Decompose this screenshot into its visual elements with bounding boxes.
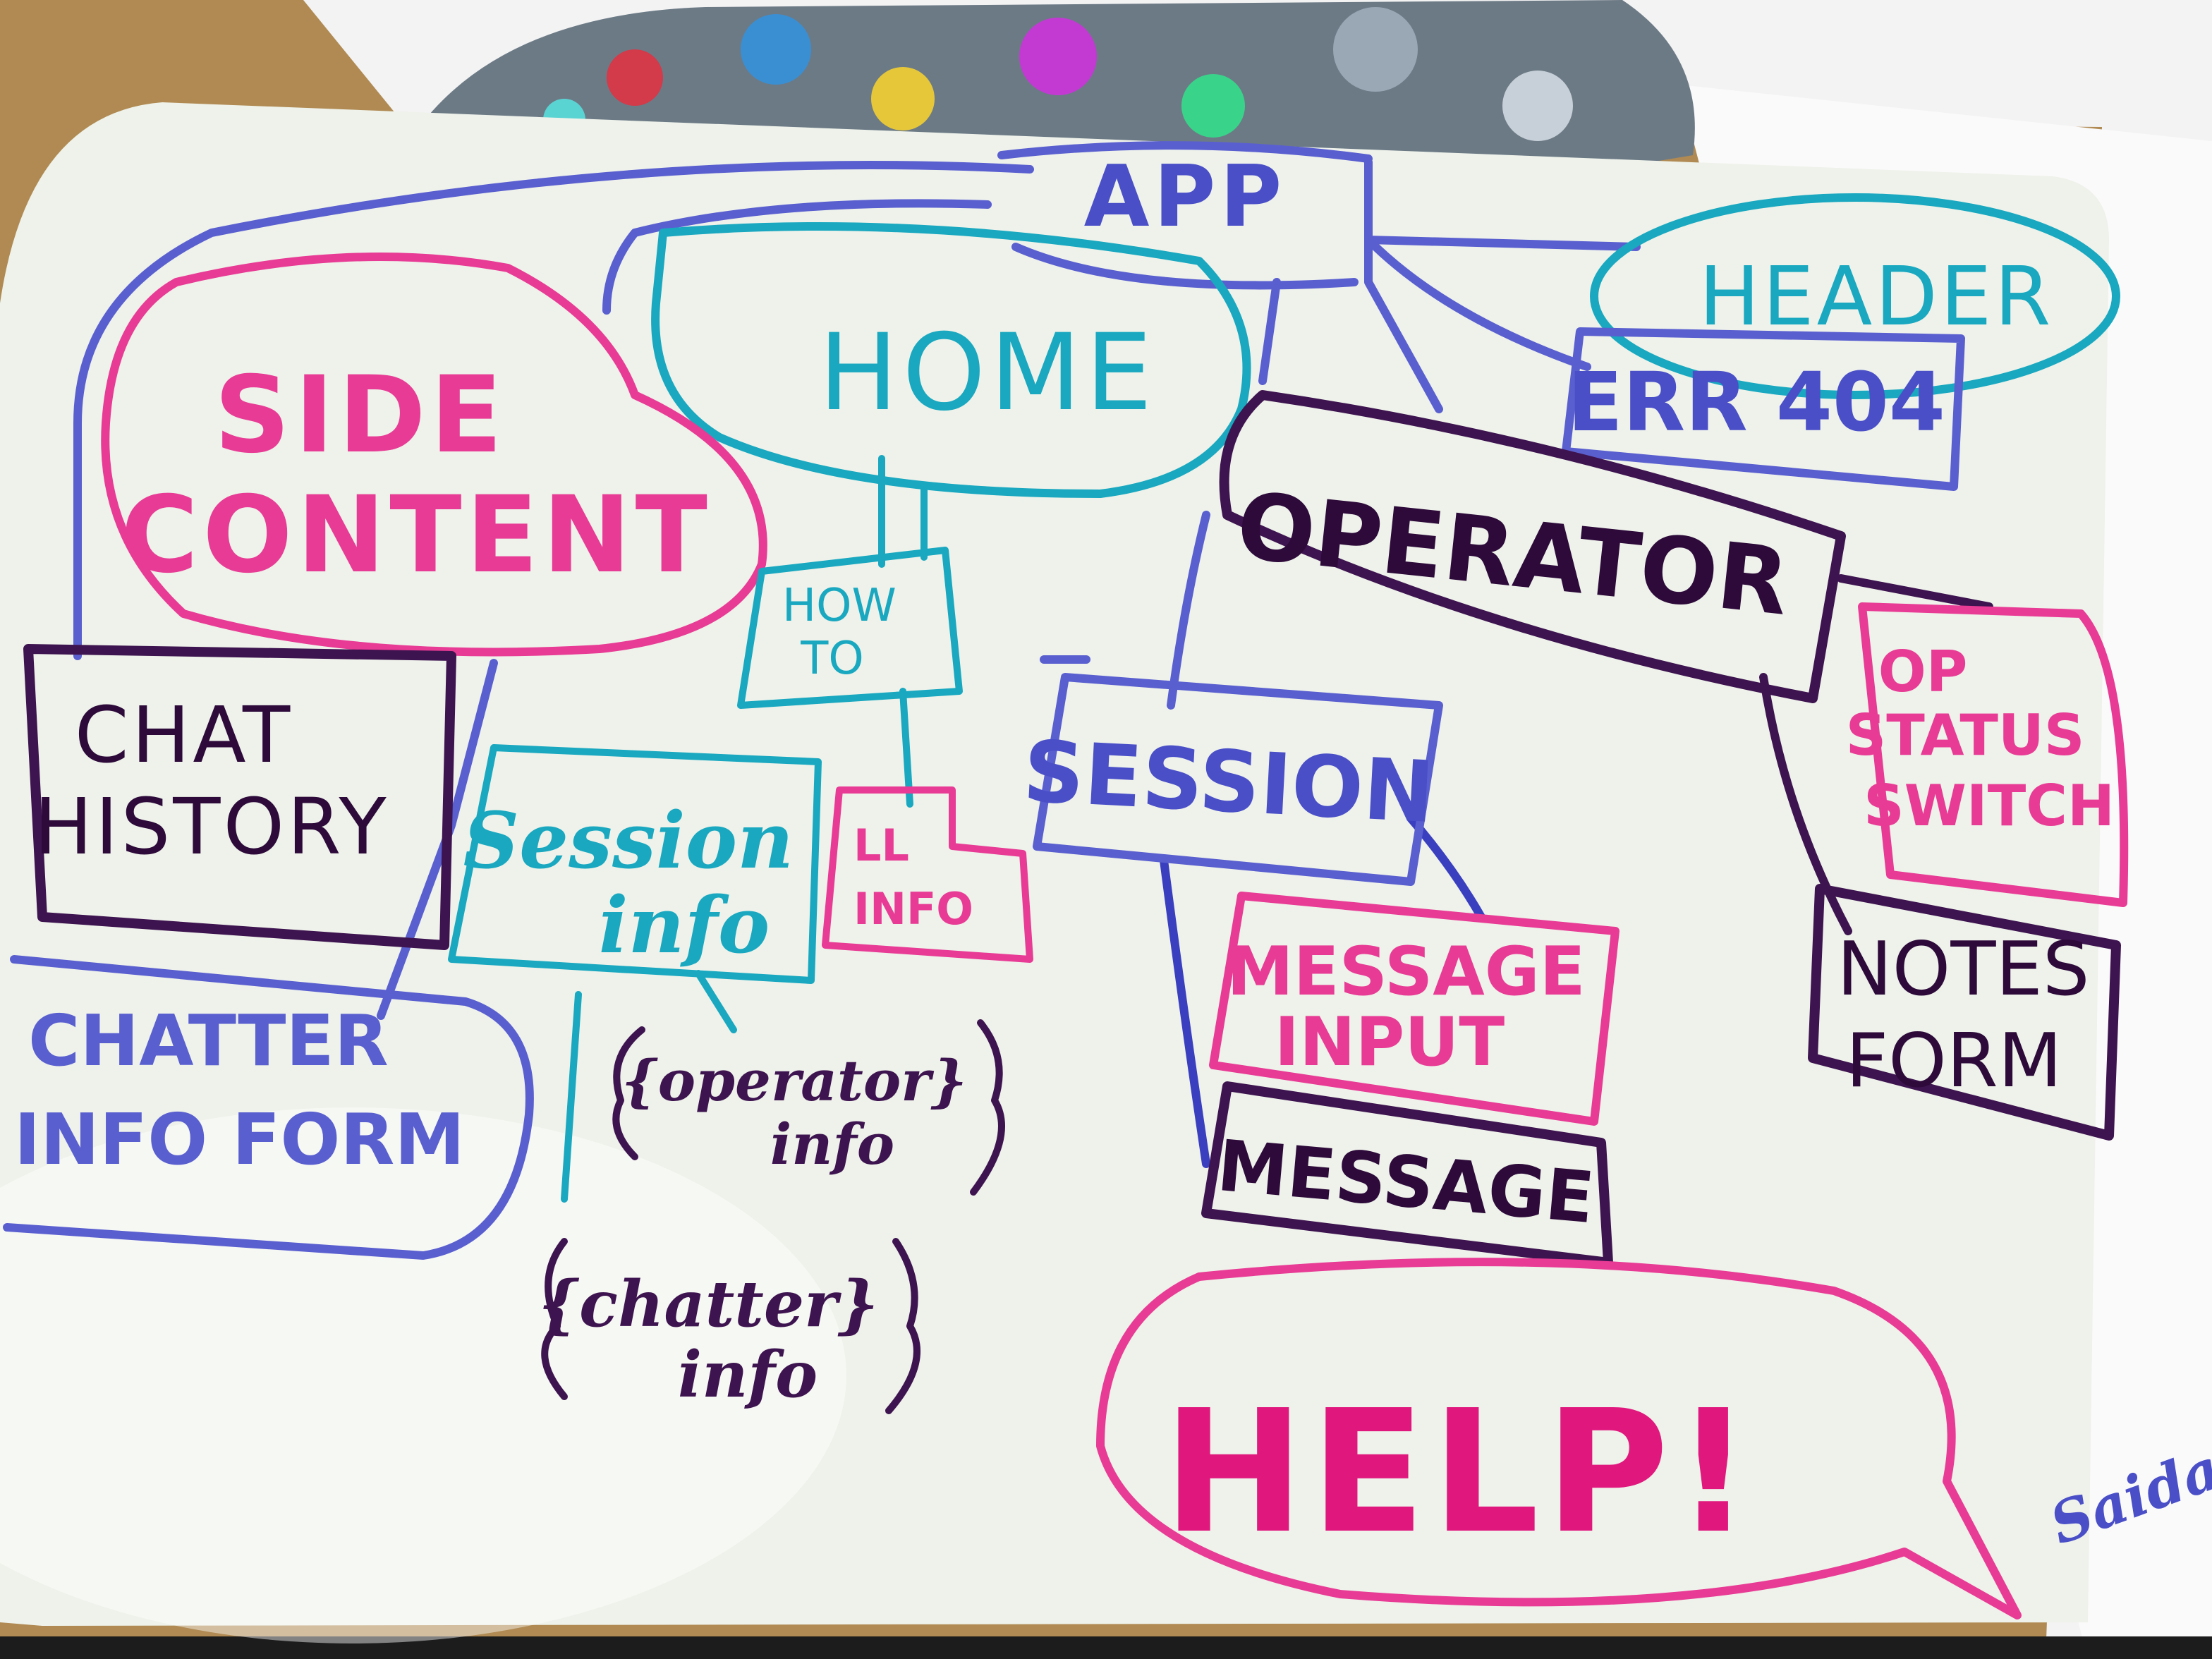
edge-session-message [1160,856,1210,1168]
chat-history-line-1: CHAT [75,690,293,780]
edge-app-err404 [1364,236,1591,371]
op-status-line-1: OP [1878,639,1968,705]
node-op-status-switch: OP STATUS SWITCH [1846,639,2115,839]
edge-howto-llinfo [899,688,913,808]
whiteboard-surface [0,102,2109,1626]
edge-app-operator [1364,158,1443,413]
node-operator-outline [1219,390,1846,703]
edge-operator-session [1167,511,1210,710]
side-content-line-2: CONTENT [121,474,712,597]
node-ll-info-outline [822,786,1033,963]
node-help: HELP! [1162,1373,1757,1571]
node-notes-form-outline [1808,884,2121,1141]
node-help-bubble [1096,1258,2022,1620]
ll-info-line-2: INFO [853,883,973,935]
notes-form-line-1: NOTES [1837,926,2089,1012]
edge-app-top [1011,243,1359,290]
edge-app-side-content [73,161,1034,660]
node-side-content-outline [101,253,767,657]
node-home: HOME [818,312,1156,435]
chat-history-line-2: HISTORY [34,782,389,872]
node-operator-info: {operator} info [621,1047,986,1177]
node-ll-info: LL INFO [853,820,973,935]
node-chatter-info-form-outline [3,955,534,1260]
edge-app-header [1364,236,1641,251]
node-message-input-outline [1209,892,1620,1126]
edge-operator-notes [1759,673,1852,935]
op-status-line-2: STATUS [1846,703,2085,768]
node-app: APP [1084,148,1287,246]
node-session-info: Session info [463,795,821,971]
chatter-form-line-2: INFO FORM [14,1098,465,1181]
operator-info-line-1: {operator} [621,1047,967,1114]
node-session-info-outline [448,744,822,984]
node-header: HEADER [1699,250,2054,344]
notes-form-line-2: FORM [1846,1018,2062,1104]
message-input-line-2: INPUT [1275,1004,1505,1081]
how-to-line-2: TO [800,633,863,685]
edge-app-home [602,199,992,315]
session-info-line-2: info [599,880,770,971]
node-op-status-switch-outline [1858,602,2129,907]
message-input-line-1: MESSAGE [1227,933,1585,1011]
node-header-outline [1590,193,2120,399]
side-content-line-1: SIDE [214,354,506,477]
session-info-line-1: Session [463,795,794,886]
chatter-info-line-1: {chatter} [538,1267,878,1342]
node-session: SESSION [1021,723,1436,842]
node-chat-history: CHAT HISTORY [34,690,389,872]
edge-operator-status [1837,574,1993,611]
node-how-to-outline [737,547,963,709]
node-message-input: MESSAGE INPUT [1227,933,1608,1081]
edge-session-info-children [561,991,582,1203]
node-chatter-info: {chatter} info [538,1267,900,1412]
chatter-info-line-2: info [678,1337,818,1412]
node-home-outline [651,222,1251,498]
node-chat-history-outline [23,644,456,950]
node-how-to: HOW TO [782,580,911,685]
node-notes-form: NOTES FORM [1837,926,2113,1104]
node-app-outline [997,141,1373,163]
how-to-line-1: HOW [782,580,897,632]
node-err404-outline [1562,327,1965,491]
node-session-outline [1033,673,1443,886]
node-err404: ERR 404 [1567,356,1945,450]
node-side-content: SIDE CONTENT [121,354,712,597]
operator-info-line-2: info [770,1111,894,1177]
ll-info-line-1: LL [853,820,909,871]
op-status-line-3: SWITCH [1864,773,2115,839]
chatter-form-line-1: CHATTER [28,999,389,1082]
node-chatter-info-form: CHATTER INFO FORM [14,999,465,1181]
